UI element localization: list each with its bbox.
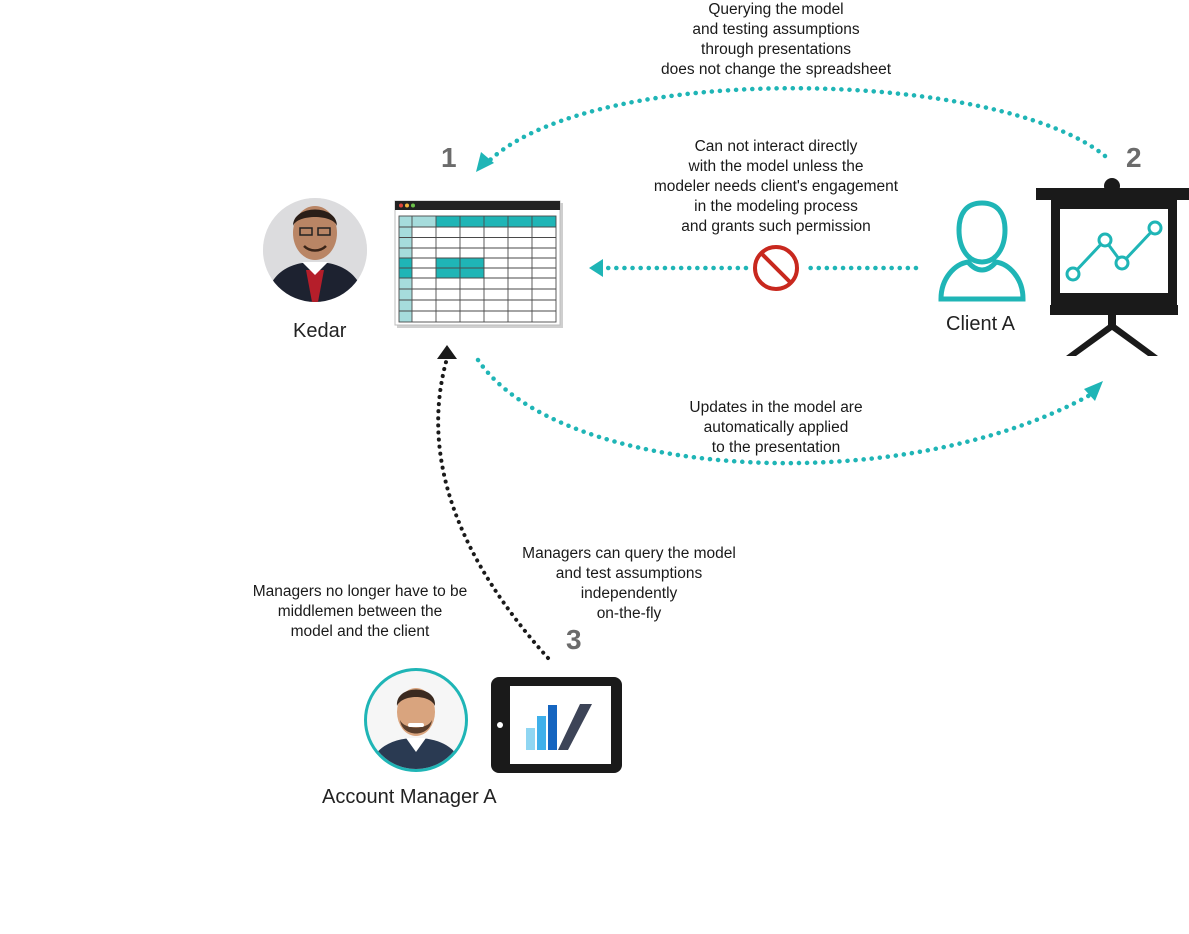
modeler-name: Kedar <box>293 320 347 342</box>
manager-right-caption: Managers can query the model and test as… <box>522 545 736 622</box>
top-arrow-caption: Querying the model and testing assumptio… <box>660 1 892 78</box>
no-entry-icon <box>753 245 799 291</box>
avatar-kedar <box>263 198 367 302</box>
blocked-arrow <box>589 259 919 277</box>
tablet-chart-icon <box>491 677 622 773</box>
blocked-arrow-caption: Can not interact directly with the model… <box>653 138 899 235</box>
update-arrow <box>475 357 1103 466</box>
presentation-board-icon <box>1036 178 1189 356</box>
top-return-arrow <box>476 86 1108 172</box>
manager-name: Account Manager A <box>322 786 497 808</box>
step-number-3: 3 <box>566 624 582 655</box>
update-arrow-caption: Updates in the model are automatically a… <box>689 399 863 456</box>
user-outline-icon <box>938 200 1026 302</box>
avatar-account-manager <box>364 668 468 772</box>
spreadsheet-icon <box>394 200 563 328</box>
step-number-1: 1 <box>441 142 457 173</box>
client-name: Client A <box>946 313 1015 335</box>
manager-query-arrow <box>436 345 550 660</box>
step-number-2: 2 <box>1126 142 1142 173</box>
manager-left-caption: Managers no longer have to be middlemen … <box>252 583 468 640</box>
